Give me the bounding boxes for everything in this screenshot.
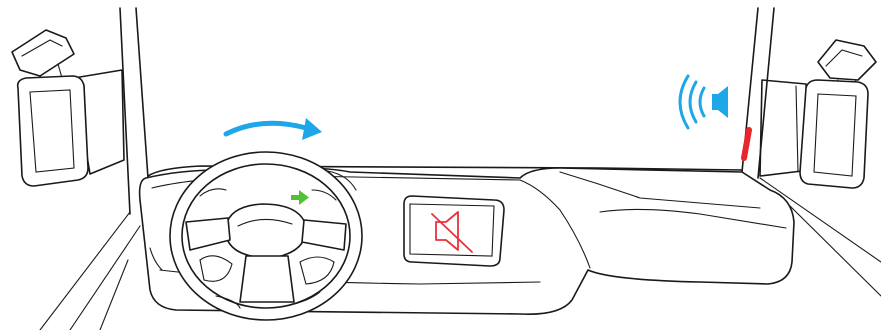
center-display bbox=[404, 196, 504, 266]
speaker-sound-waves-icon bbox=[680, 76, 728, 128]
curved-arrow-right-icon bbox=[226, 118, 322, 140]
steering-wheel bbox=[170, 152, 362, 320]
left-side-mirror bbox=[12, 30, 124, 186]
right-side-mirror bbox=[760, 40, 876, 188]
pillar-warning-light bbox=[744, 130, 749, 158]
